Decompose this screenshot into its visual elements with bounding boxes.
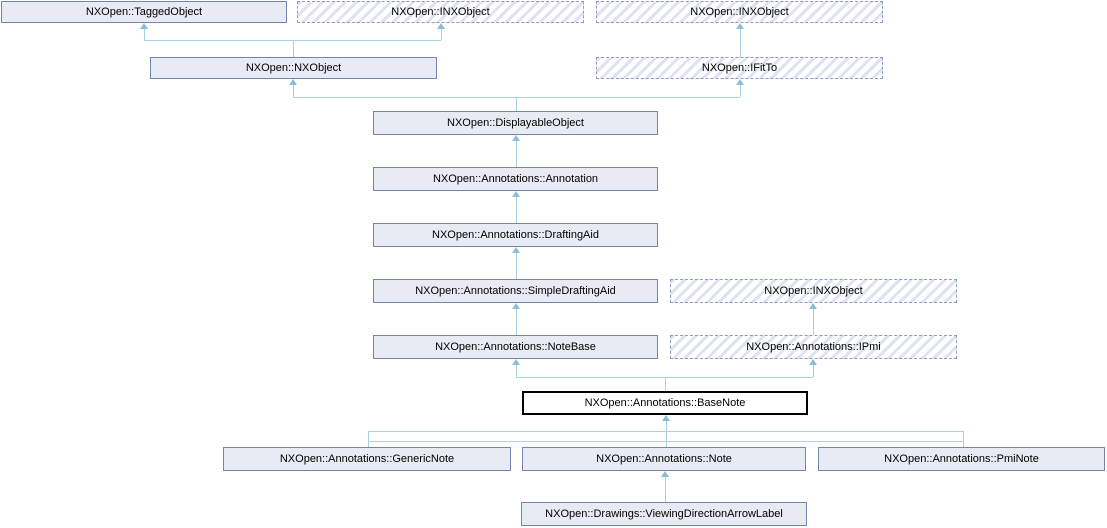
inheritance-edge-segment (368, 431, 369, 447)
inheritance-edge-segment (293, 84, 294, 97)
arrowhead-up-icon (512, 247, 520, 253)
arrowhead-up-icon (662, 415, 670, 421)
class-node-simpledraftingaid[interactable]: NXOpen::Annotations::SimpleDraftingAid (373, 279, 658, 303)
inheritance-edge-segment (144, 40, 441, 41)
inheritance-edge-segment (293, 40, 294, 57)
inheritance-edge-segment (963, 431, 964, 447)
class-node-pminote[interactable]: NXOpen::Annotations::PmiNote (818, 447, 1105, 471)
arrowhead-up-icon (512, 359, 520, 365)
class-node-viewingdirectionarrowlabel[interactable]: NXOpen::Drawings::ViewingDirectionArrowL… (521, 502, 807, 526)
inheritance-edge-segment (144, 28, 145, 40)
inheritance-edge-segment (516, 252, 517, 279)
arrowhead-up-icon (736, 79, 744, 85)
inheritance-edge-segment (516, 377, 813, 378)
inheritance-edge-segment (666, 420, 667, 447)
arrowhead-up-icon (809, 359, 817, 365)
inheritance-edge-segment (441, 28, 442, 40)
class-node-displayableobject[interactable]: NXOpen::DisplayableObject (373, 111, 658, 135)
inheritance-edge-segment (665, 476, 666, 502)
inheritance-edge-segment (368, 431, 963, 432)
arrowhead-up-icon (512, 135, 520, 141)
class-node-basenote: NXOpen::Annotations::BaseNote (522, 391, 808, 415)
class-node-taggedobject[interactable]: NXOpen::TaggedObject (1, 1, 287, 23)
inheritance-edge-segment (516, 364, 517, 377)
class-node-inxobject-mid[interactable]: NXOpen::INXObject (670, 279, 957, 303)
arrowhead-up-icon (809, 303, 817, 309)
inheritance-edge-segment (665, 377, 666, 391)
arrowhead-up-icon (661, 471, 669, 477)
inheritance-edge-segment (516, 140, 517, 167)
arrowhead-up-icon (437, 23, 445, 29)
class-node-inxobject-top-2[interactable]: NXOpen::INXObject (596, 1, 883, 23)
inheritance-edge-segment (516, 196, 517, 223)
inheritance-edge-segment (813, 308, 814, 335)
class-node-genericnote[interactable]: NXOpen::Annotations::GenericNote (223, 447, 511, 471)
class-node-nxobject[interactable]: NXOpen::NXObject (150, 57, 437, 79)
class-node-annotation[interactable]: NXOpen::Annotations::Annotation (373, 167, 658, 191)
class-node-ipmi[interactable]: NXOpen::Annotations::IPmi (670, 335, 957, 359)
class-node-draftingaid[interactable]: NXOpen::Annotations::DraftingAid (373, 223, 658, 247)
inheritance-edge-segment (740, 84, 741, 97)
arrowhead-up-icon (736, 23, 744, 29)
class-node-inxobject-top-1[interactable]: NXOpen::INXObject (297, 1, 584, 23)
inheritance-edge-segment (368, 441, 963, 442)
inheritance-edge-segment (293, 97, 740, 98)
arrowhead-up-icon (512, 303, 520, 309)
class-node-ifitto[interactable]: NXOpen::IFitTo (596, 57, 883, 79)
class-node-note[interactable]: NXOpen::Annotations::Note (522, 447, 806, 471)
inheritance-edge-segment (813, 364, 814, 377)
inheritance-edge-segment (516, 97, 517, 111)
arrowhead-up-icon (140, 23, 148, 29)
arrowhead-up-icon (512, 191, 520, 197)
inheritance-edge-segment (516, 308, 517, 335)
inheritance-edge-segment (740, 28, 741, 57)
arrowhead-up-icon (289, 79, 297, 85)
class-node-notebase[interactable]: NXOpen::Annotations::NoteBase (373, 335, 658, 359)
